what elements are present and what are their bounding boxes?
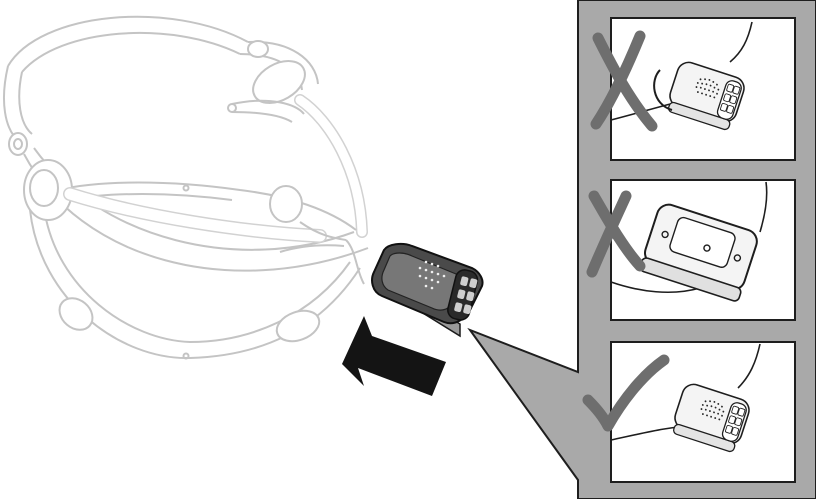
headset-drawing	[3, 15, 369, 360]
step-incorrect-1	[590, 17, 796, 161]
check-mark-icon	[582, 354, 670, 432]
step-correct	[582, 341, 796, 483]
arrow-icon	[342, 316, 446, 396]
cross-mark-icon	[590, 30, 658, 132]
dark-receiver-device	[371, 242, 484, 338]
cross-mark-icon	[586, 190, 646, 278]
step-incorrect-2	[586, 179, 796, 321]
